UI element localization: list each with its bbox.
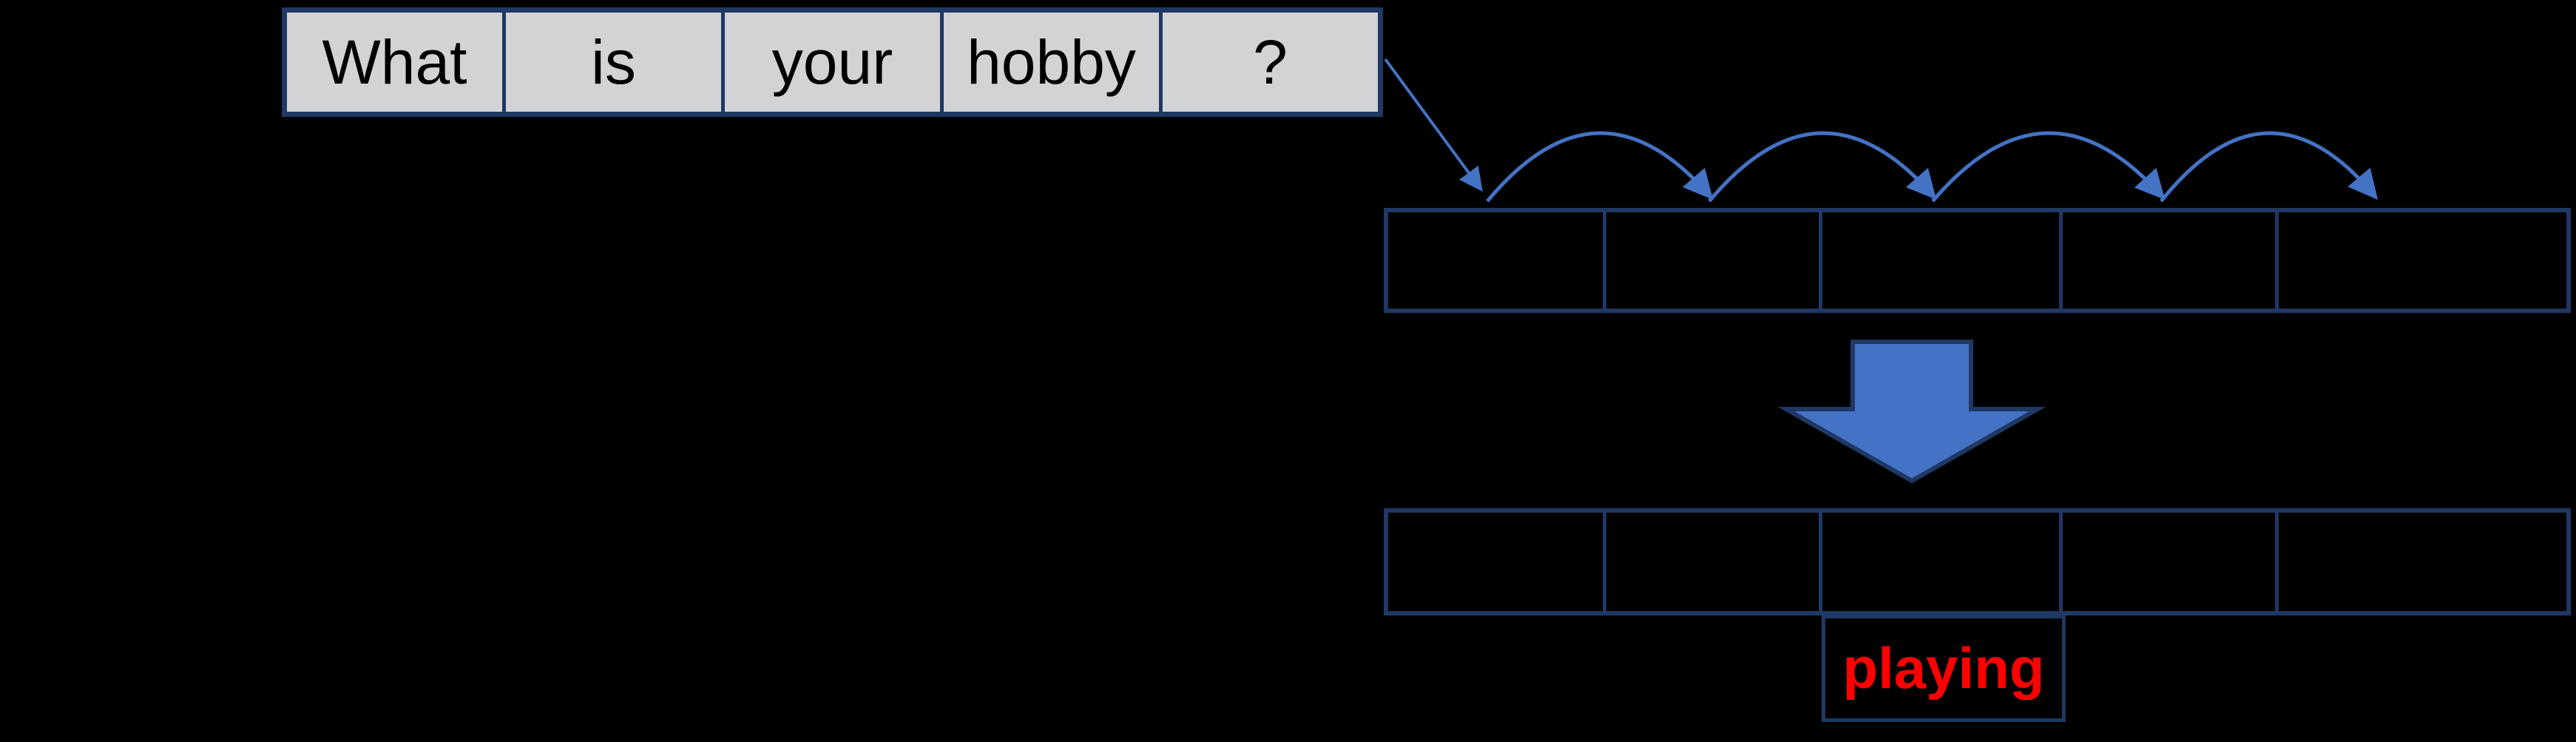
encoder-cell xyxy=(1603,212,1819,308)
input-word-cell: What xyxy=(322,27,467,97)
input-to-row-arrow-icon xyxy=(1384,58,1483,192)
hop-arc-arrow-icon xyxy=(1931,131,2166,203)
input-word-cell: hobby xyxy=(940,13,1159,112)
encoder-cell xyxy=(2275,212,2566,308)
decoder-cell xyxy=(1388,513,1603,611)
hop-arc-arrow-icon xyxy=(1486,131,1714,203)
output-word-box: playing xyxy=(1822,615,2066,722)
input-sentence-table: What is your hobby ? xyxy=(282,7,1383,117)
decoder-cell xyxy=(2275,513,2566,611)
decoder-vector-row xyxy=(1384,508,2571,615)
encoder-cell xyxy=(1388,212,1603,308)
decoder-cell xyxy=(2059,513,2275,611)
input-word-cell: ? xyxy=(1159,13,1378,112)
encoder-cell xyxy=(2059,212,2275,308)
decoder-cell xyxy=(1603,513,1819,611)
input-word-cell: your xyxy=(721,13,940,112)
hop-arc-arrow-icon xyxy=(2160,131,2379,203)
encoder-cell xyxy=(1819,212,2059,308)
decoder-cell xyxy=(1819,513,2059,611)
hop-arc-arrow-icon xyxy=(1708,131,1937,203)
encoder-vector-row xyxy=(1384,208,2571,313)
transform-down-arrow-icon xyxy=(1777,340,2046,484)
input-word-cell: is xyxy=(502,13,721,112)
